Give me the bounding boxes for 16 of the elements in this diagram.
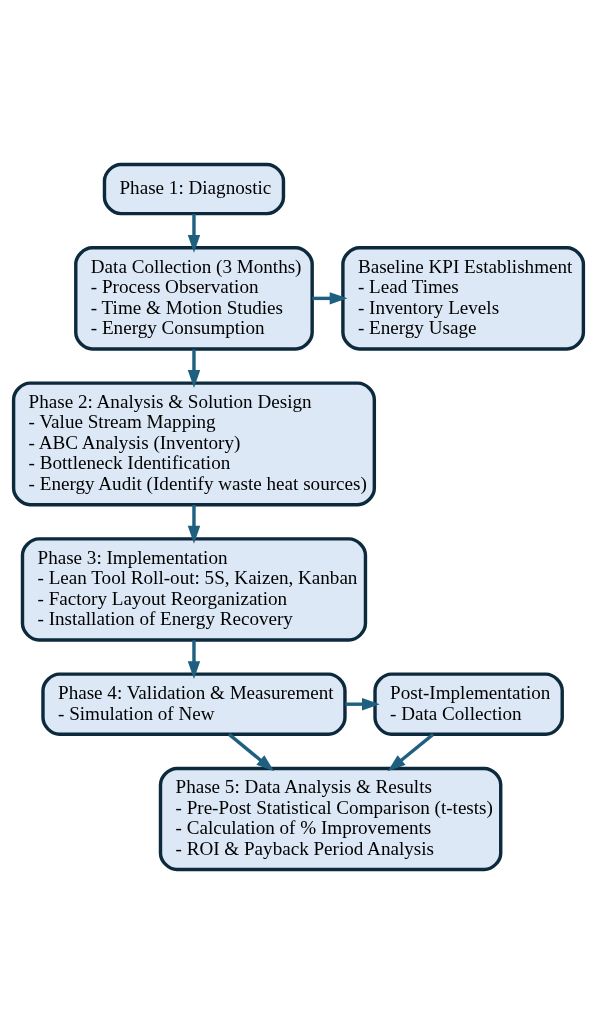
arrow: [187, 214, 201, 253]
arrow: [187, 640, 201, 680]
arrow: [187, 349, 201, 388]
node-box: Phase 1: Diagnostic: [102, 162, 286, 216]
arrow: [187, 505, 201, 544]
node-box: Phase 5: Data Analysis & Results - Pre-Post Statistical Comparison (t-tests) - Calculation of % Improvements - ROI & Payback Period Analysis: [158, 766, 503, 872]
node-box: Baseline KPI Establishment - Lead Times - Inventory Levels - Energy Usage: [341, 246, 586, 351]
arrow: [312, 292, 348, 305]
node-box: Post-Implementation - Data Collection: [373, 672, 564, 736]
arrow: [228, 733, 275, 772]
arrow: [387, 733, 435, 772]
node-box: Data Collection (3 Months) - Process Observation - Time & Motion Studies - Energy Consumption: [74, 246, 314, 351]
node-box: Phase 3: Implementation - Lean Tool Roll-out: 5S, Kaizen, Kanban - Factory Layout Reorganization - Installation of Energy Recovery: [20, 537, 368, 642]
node-box: Phase 4: Validation & Measurement - Simulation of New: [41, 672, 347, 736]
node-box: Phase 2: Analysis & Solution Design - Value Stream Mapping - ABC Analysis (Inventory) - Bottleneck Identification - Energy Audit (Identify waste heat sources): [11, 381, 377, 507]
arrow: [345, 697, 380, 711]
